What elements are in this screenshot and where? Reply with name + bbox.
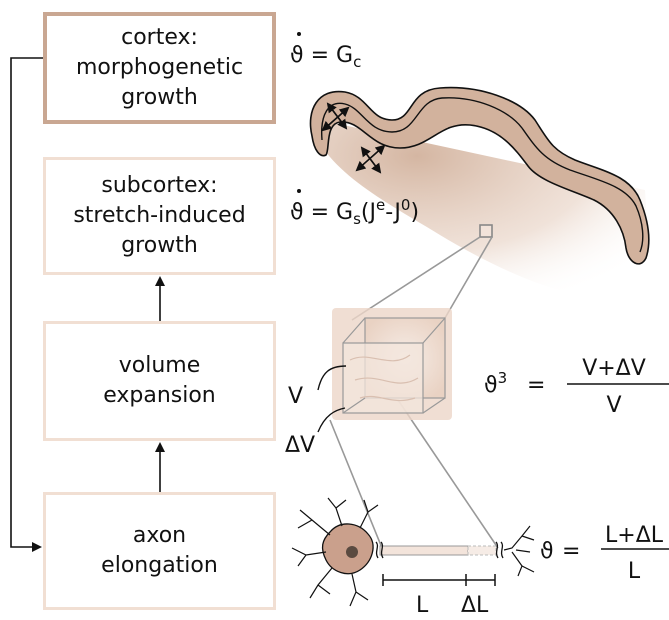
cortex-eq-lhs: ϑ <box>290 43 304 68</box>
subcortex-dot <box>297 189 301 193</box>
cortex-equation: ϑ = Gc <box>290 32 361 71</box>
length-label: L <box>416 593 429 618</box>
svg-text:ϑ = Gc: ϑ = Gc <box>290 43 361 71</box>
volume-eq-equals: = <box>527 373 545 398</box>
neuron-icon <box>292 498 534 606</box>
cortex-eq-rest: = G <box>304 43 353 68</box>
svg-text:ϑ3: ϑ3 <box>484 369 507 398</box>
delta-volume-label: ΔV <box>285 433 315 458</box>
axon-shaft-dL <box>468 546 496 555</box>
axon-eq-numerator: L+ΔL <box>605 523 664 548</box>
subcortex-eq-lhs: ϑ <box>290 200 304 225</box>
flow-arrows <box>11 58 160 547</box>
volume-eq-lhs: ϑ <box>484 373 498 398</box>
volume-eq-denominator: V <box>606 393 621 418</box>
delta-length-label: ΔL <box>461 593 489 618</box>
volume-eq-sup: 3 <box>498 369 508 387</box>
cube-front-face <box>343 343 423 413</box>
axon-eq-equals: = <box>562 539 580 564</box>
subcortex-eq-sub: s <box>353 210 361 228</box>
subcortex-eq-sup1: e <box>376 196 385 214</box>
volume-eq-numerator: V+ΔV <box>582 356 646 381</box>
cortex-dot <box>297 32 301 36</box>
tissue-cube <box>332 308 452 420</box>
axon-shaft-L <box>380 546 468 555</box>
cortex-tissue <box>310 88 650 300</box>
neuron-nucleus <box>346 546 358 558</box>
axon-terminal <box>504 526 534 576</box>
svg-text:ϑ = Gs(Je-J0): ϑ = Gs(Je-J0) <box>290 196 419 228</box>
volume-label: V <box>288 384 303 409</box>
axon-break-right <box>496 542 503 558</box>
subcortex-eq-mid: -J <box>385 200 401 225</box>
axon-eq-lhs: ϑ <box>540 539 554 564</box>
volume-equation: ϑ3 = V+ΔV V <box>484 356 669 418</box>
length-scale <box>383 574 495 586</box>
subcortex-eq-rest: = G <box>304 200 353 225</box>
tissue-sample-marker <box>480 225 492 237</box>
subcortex-eq-close: ) <box>410 200 419 225</box>
cortex-eq-sub: c <box>353 53 361 71</box>
feedback-arrow <box>11 58 43 547</box>
subcortex-eq-sup2: 0 <box>401 196 411 214</box>
axon-equation: ϑ = L+ΔL L <box>540 523 669 584</box>
axon-eq-denominator: L <box>628 559 641 584</box>
subcortex-eq-open: (J <box>361 200 376 225</box>
